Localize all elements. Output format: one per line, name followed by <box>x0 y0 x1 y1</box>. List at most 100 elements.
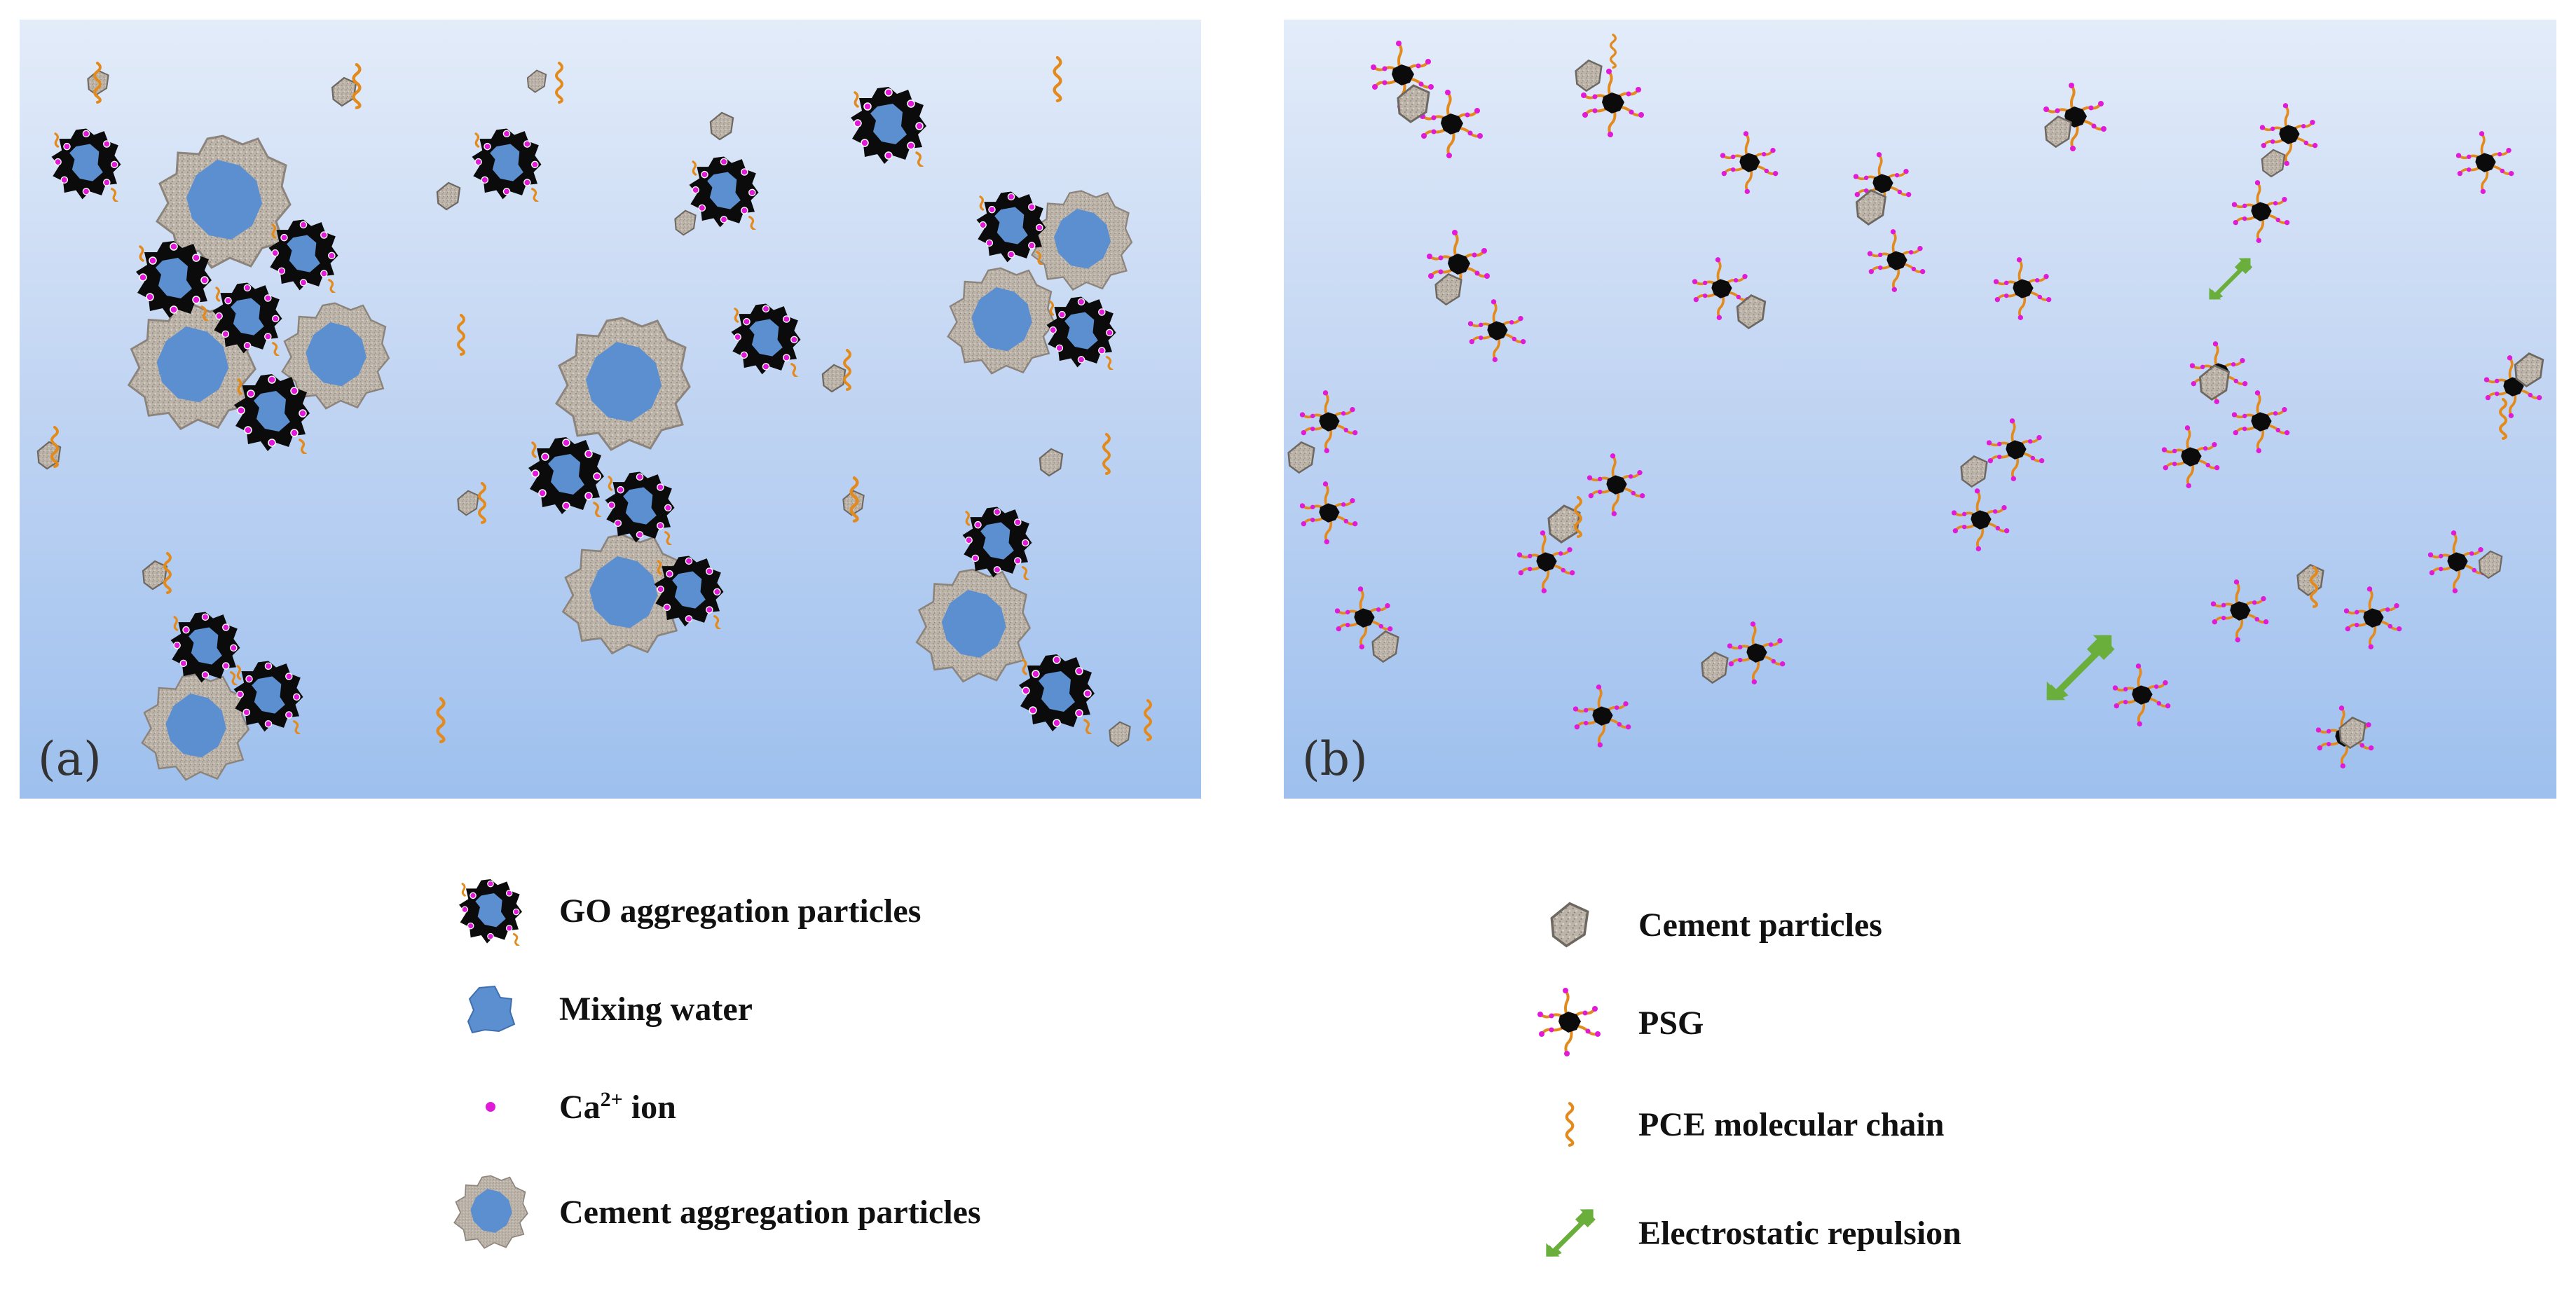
cement-particle <box>674 209 697 236</box>
cement-particle-icon <box>1550 902 1589 948</box>
cement-particle <box>1856 189 1886 226</box>
psg-particle <box>2160 424 2221 490</box>
go-aggregation-particle <box>1045 295 1118 370</box>
go-aggregation-particle <box>687 155 760 230</box>
pce-chain <box>478 482 486 524</box>
psg-particle <box>1718 130 1780 195</box>
go-aggregation-particle <box>470 127 543 202</box>
pce-chain <box>1144 699 1152 741</box>
psg-particle <box>2426 529 2488 595</box>
cement-particle <box>1287 441 1315 474</box>
pce-chain <box>555 62 563 104</box>
psg-particle <box>2342 585 2404 651</box>
mixing-water-icon <box>467 985 516 1034</box>
psg-particle <box>2454 130 2516 195</box>
psg-particle <box>1466 298 1528 364</box>
go-aggregation-particle <box>50 127 123 202</box>
pce-chain <box>457 314 465 356</box>
legend-left: GO aggregation particles Mixing water Ca… <box>448 869 1289 1275</box>
cement-particle <box>331 76 357 107</box>
psg-particle <box>1418 88 1484 160</box>
pce-chain-icon <box>1528 1082 1612 1166</box>
go-aggregation-particle <box>527 436 605 517</box>
go-aggregation-particle <box>169 610 242 685</box>
legend-item-water: Mixing water <box>448 967 753 1051</box>
psg-particle <box>2230 389 2291 455</box>
legend-item-go: GO aggregation particles <box>448 869 921 953</box>
go-aggregation-particle <box>267 218 340 293</box>
psg-particle <box>1950 487 2011 553</box>
psg-particle <box>1725 620 1787 686</box>
psg-particle <box>1985 417 2046 483</box>
go-aggregation-particle <box>603 470 676 545</box>
cement-particle <box>436 181 461 211</box>
cement-particle <box>2478 550 2503 579</box>
electrostatic-repulsion-arrow <box>2046 635 2115 701</box>
legend-label: Mixing water <box>559 990 753 1028</box>
pce-chain <box>2499 398 2507 440</box>
pce-chain <box>1104 434 1109 474</box>
panel-a-label: (a) <box>38 732 102 786</box>
ca-ion-icon <box>486 1102 495 1112</box>
cement-particle <box>2261 149 2286 178</box>
legend-label: Cement aggregation particles <box>559 1193 981 1231</box>
psg-particle <box>2209 578 2270 644</box>
electrostatic-repulsion-arrow <box>2209 258 2253 300</box>
cement-particle <box>1434 273 1462 305</box>
cement-particle <box>2044 115 2072 149</box>
psg-particle <box>1571 683 1633 749</box>
panel-a-scene <box>36 20 1152 781</box>
psg-particle <box>1992 256 2053 322</box>
psg-particle <box>2230 179 2291 244</box>
cement-particle <box>1960 455 1988 488</box>
legend-label: Cement particles <box>1638 906 1882 944</box>
pce-chain <box>1609 34 1617 69</box>
legend-label: Electrostatic repulsion <box>1638 1214 1961 1252</box>
cement-particle <box>457 490 479 516</box>
cement-aggregation-particle <box>141 673 249 781</box>
psg-particle <box>2111 662 2172 728</box>
legend-right: Cement particles PSG PCE molecular chain… <box>1528 883 2369 1275</box>
legend-item-cement-particle: Cement particles <box>1528 883 1882 967</box>
psg-particle <box>1299 480 1359 546</box>
cement-particle <box>1371 630 1399 663</box>
panel-b-label: (b) <box>1302 732 1368 786</box>
legend-label: PCE molecular chain <box>1638 1105 1945 1143</box>
psg-particle <box>1585 452 1647 518</box>
go-aggregation-icon <box>458 878 523 946</box>
cement-particle <box>1039 448 1064 477</box>
cement-particle <box>821 364 847 393</box>
go-aggregation-particle <box>849 85 928 167</box>
legend-item-repulsion: Electrostatic repulsion <box>1528 1191 1961 1275</box>
panel-b-diagram: (b) <box>1284 20 2556 799</box>
psg-particle <box>1299 389 1359 455</box>
cement-particle <box>2199 364 2230 401</box>
electrostatic-repulsion-icon <box>1546 1209 1596 1257</box>
cement-particle <box>526 69 547 93</box>
panel-a-diagram: (a) <box>20 20 1201 799</box>
go-aggregation-particle <box>1018 653 1096 734</box>
go-aggregation-particle <box>729 302 802 377</box>
cement-particles <box>1287 59 2544 750</box>
cement-aggregation-particle <box>915 568 1032 683</box>
panel-b-scene <box>1287 34 2544 770</box>
legend-item-cement-aggregation: Cement aggregation particles <box>448 1170 981 1254</box>
cement-aggregation-particle <box>1031 190 1133 291</box>
legend-item-psg: PSG <box>1528 981 1704 1065</box>
legend-label-ca: Ca2+ ion <box>559 1087 676 1126</box>
cement-particle <box>2514 352 2544 388</box>
cement-particle <box>1575 59 1603 92</box>
cement-particle <box>709 111 734 141</box>
pce-chain <box>438 698 444 742</box>
legend-label: PSG <box>1638 1004 1704 1042</box>
cement-particle <box>1701 652 1729 684</box>
cement-particle <box>1109 721 1131 747</box>
psg-particle <box>1865 228 1927 294</box>
legend-item-pce-chain: PCE molecular chain <box>1528 1082 1944 1166</box>
psg-particles <box>1299 39 2544 770</box>
cement-aggregation-particle <box>555 317 691 451</box>
legend-item-ca: Ca2+ ion <box>448 1065 676 1149</box>
cement-aggregation-icon <box>453 1175 528 1249</box>
psg-icon <box>1536 986 1602 1058</box>
cement-particle <box>142 560 168 591</box>
